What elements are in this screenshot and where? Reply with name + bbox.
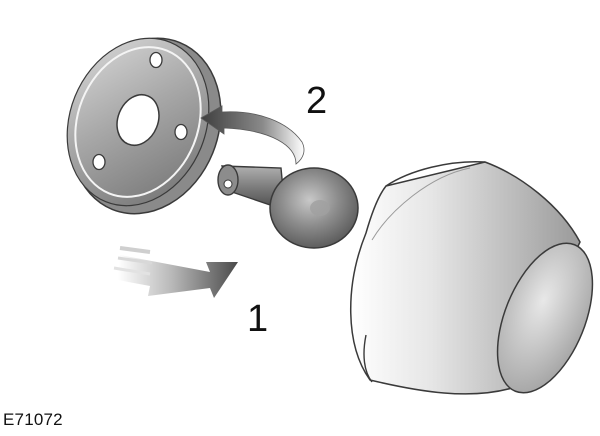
bulb-holder-flange [66, 37, 222, 215]
mounting-hole [174, 123, 188, 141]
bulb-contact [223, 179, 233, 189]
mounting-hole [149, 51, 163, 69]
bulb [217, 164, 359, 249]
step-number-1: 1 [247, 298, 269, 340]
lamp-cover [349, 160, 594, 395]
figure-code: E71072 [3, 410, 63, 429]
mounting-hole [92, 153, 106, 171]
pull-arrow [113, 246, 238, 298]
twist-arrow [200, 105, 305, 165]
step-number-2: 2 [306, 80, 328, 122]
center-hole [116, 94, 160, 146]
